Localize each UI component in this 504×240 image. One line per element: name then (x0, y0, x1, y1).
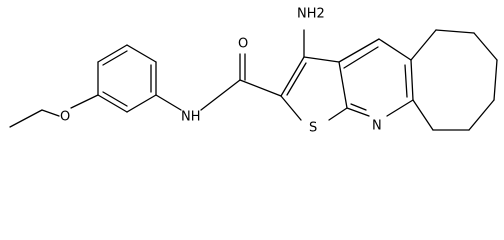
bond-thiophene-1-inner (286, 62, 307, 96)
bond-thiophene-2 (303, 56, 340, 63)
bond-heptane-4 (493, 59, 498, 101)
molecule-canvas: NH2 O NH O S N (9, 7, 498, 136)
amide-nitrogen-label: NH (181, 110, 201, 125)
bond-phenyl-nh (155, 94, 182, 111)
bond-pyridine-5 (346, 107, 370, 117)
bond-phenyl-inner-1 (102, 50, 128, 66)
bond-heptane-1 (410, 29, 437, 61)
bond-ethyl-methyl (9, 109, 43, 128)
bond-oxygen-phenyl (70, 94, 99, 109)
bond-thiophene-3 (338, 61, 348, 109)
bond-pyridine-1-inner (343, 46, 379, 69)
bond-phenyl-3 (126, 44, 157, 63)
bond-phenyl-inner-3 (102, 91, 128, 107)
bond-pyridine-5-inner (350, 103, 367, 111)
bond-layer (9, 29, 498, 131)
bond-thiophene-1 (280, 56, 305, 97)
bond-heptane-3 (473, 32, 498, 61)
bond-ethyl-oxygen (41, 109, 60, 117)
bond-phenyl-6 (97, 94, 128, 113)
bond-thiophene-4 (328, 107, 348, 121)
bond-heptane-7 (412, 99, 434, 131)
bond-heptane-5 (468, 99, 495, 131)
pyridine-nitrogen-label: N (372, 119, 382, 134)
bond-pyridine-1 (338, 38, 380, 63)
bond-pyridine-3-inner (404, 64, 408, 98)
bond-nh-carbonyl (200, 79, 241, 111)
bond-carbonyl-thiophene (239, 79, 282, 97)
atom-label-layer: NH2 O NH O S N (60, 7, 382, 136)
thiophene-sulfur-label: S (309, 121, 317, 136)
bond-phenyl-5 (126, 94, 157, 113)
molecule-structure: NH2 O NH O S N (9, 7, 498, 136)
ether-oxygen-label: O (60, 110, 70, 125)
bond-phenyl-2 (97, 44, 128, 63)
bond-pyridine-3 (410, 59, 414, 101)
amino-group-label: NH2 (297, 7, 325, 22)
bond-pyridine-2 (378, 38, 412, 61)
bond-thiophene-5 (280, 95, 302, 121)
bond-pyridine-4 (386, 99, 414, 117)
carbonyl-oxygen-label: O (238, 37, 248, 52)
bond-heptane-2 (435, 29, 475, 34)
